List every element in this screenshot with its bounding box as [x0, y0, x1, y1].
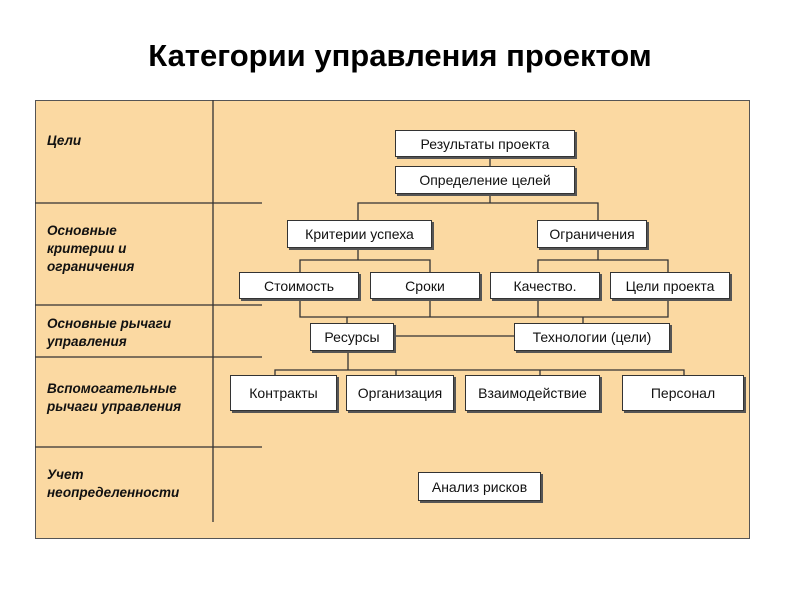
row-label-main-levers: Основные рычаги управления [47, 316, 172, 349]
diagram-panel [35, 100, 750, 539]
box-org: Организация [346, 375, 454, 411]
box-resources: Ресурсы [310, 323, 394, 351]
box-success: Критерии успеха [287, 220, 432, 248]
box-quality: Качество. [490, 272, 600, 299]
row-label-uncertainty: Учет неопределенности [47, 467, 180, 500]
box-limits: Ограничения [537, 220, 647, 248]
row-dividers [35, 100, 262, 522]
box-contracts: Контракты [230, 375, 337, 411]
box-risk: Анализ рисков [418, 472, 541, 501]
box-project-goals: Цели проекта [610, 272, 730, 299]
page-title: Категории управления проектом [148, 38, 652, 73]
row-label-goals: Цели [47, 133, 82, 148]
row-label-criteria: Основные критерии и ограничения [47, 223, 135, 274]
box-interaction: Взаимодействие [465, 375, 600, 411]
box-staff: Персонал [622, 375, 744, 411]
box-terms: Сроки [370, 272, 480, 299]
box-goals-def: Определение целей [395, 166, 575, 194]
box-cost: Стоимость [239, 272, 359, 299]
box-tech: Технологии (цели) [514, 323, 670, 351]
row-label-aux-levers: Вспомогательные рычаги управления [47, 381, 182, 414]
box-results: Результаты проекта [395, 130, 575, 157]
